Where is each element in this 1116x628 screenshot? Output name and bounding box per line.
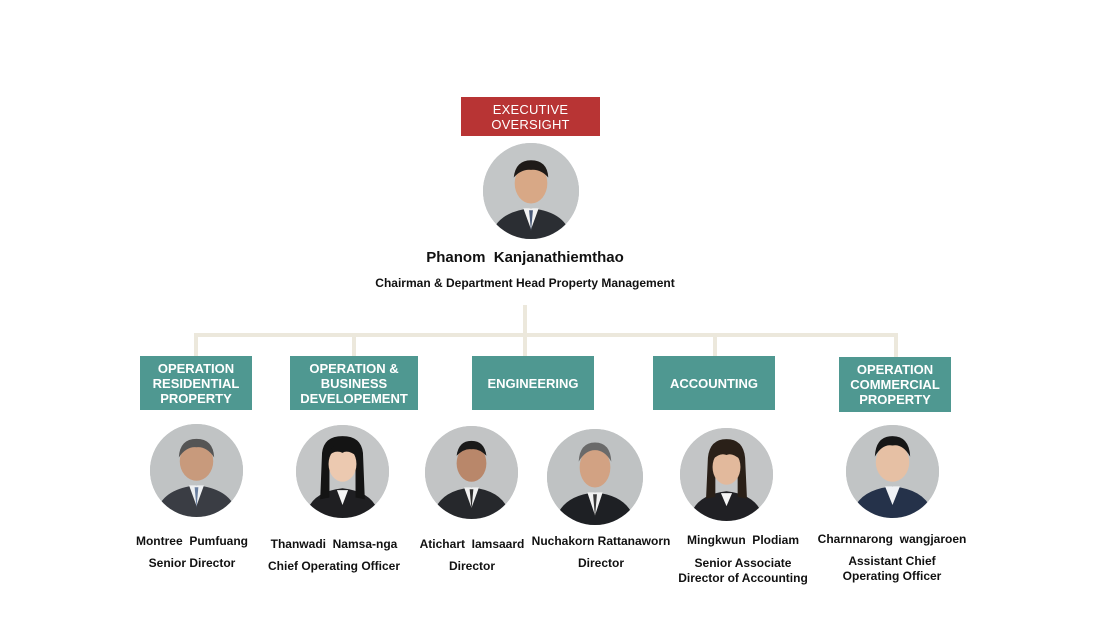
person-avatar-3 xyxy=(425,426,518,519)
person-photo-icon xyxy=(846,425,939,518)
person-avatar-6 xyxy=(846,425,939,518)
person-name-2: Thanwadi Namsa-nga xyxy=(270,537,398,551)
executive-avatar xyxy=(483,143,579,239)
person-photo-icon xyxy=(425,426,518,519)
person-title-4: Director xyxy=(577,556,624,570)
department-accounting: ACCOUNTING xyxy=(653,356,775,410)
person-title-5: Senior Associate Director of Accounting xyxy=(678,556,808,585)
person-photo-icon xyxy=(150,424,243,517)
person-title-1: Senior Director xyxy=(148,556,236,570)
connector-horizontal xyxy=(194,333,898,337)
person-title-6: Assistant Chief Operating Officer xyxy=(842,554,942,583)
connector-drop-3 xyxy=(523,333,527,357)
person-photo-icon xyxy=(680,428,773,521)
person-name-6: Charnnarong wangjaroen xyxy=(817,532,967,546)
person-title-2: Chief Operating Officer xyxy=(267,559,401,573)
person-name-1: Montree Pumfuang xyxy=(135,534,248,548)
person-photo-icon xyxy=(296,425,389,518)
executive-title: Chairman & Department Head Property Mana… xyxy=(375,276,675,290)
person-name-3: Atichart Iamsaard xyxy=(419,537,525,551)
person-avatar-5 xyxy=(680,428,773,521)
person-title-3: Director xyxy=(448,559,495,573)
department-engineering: ENGINEERING xyxy=(472,356,594,410)
person-name-5: Mingkwun Plodiam xyxy=(686,533,799,547)
person-photo-icon xyxy=(483,143,579,239)
department-operation-commercial: OPERATION COMMERCIAL PROPERTY xyxy=(839,357,951,412)
person-name-4: Nuchakorn Rattanaworn xyxy=(531,534,671,548)
connector-drop-5 xyxy=(894,333,898,357)
person-avatar-4 xyxy=(547,429,643,525)
person-avatar-2 xyxy=(296,425,389,518)
connector-drop-4 xyxy=(713,333,717,357)
person-photo-icon xyxy=(547,429,643,525)
connector-drop-1 xyxy=(194,333,198,357)
person-avatar-1 xyxy=(150,424,243,517)
executive-oversight-badge: EXECUTIVE OVERSIGHT xyxy=(461,97,600,136)
connector-drop-2 xyxy=(352,333,356,357)
executive-name: Phanom Kanjanathiemthao xyxy=(426,249,624,266)
department-operation-residential: OPERATION RESIDENTIAL PROPERTY xyxy=(140,356,252,410)
department-operation-business: OPERATION & BUSINESS DEVELOPEMENT xyxy=(290,356,418,410)
connector-trunk xyxy=(523,305,527,335)
